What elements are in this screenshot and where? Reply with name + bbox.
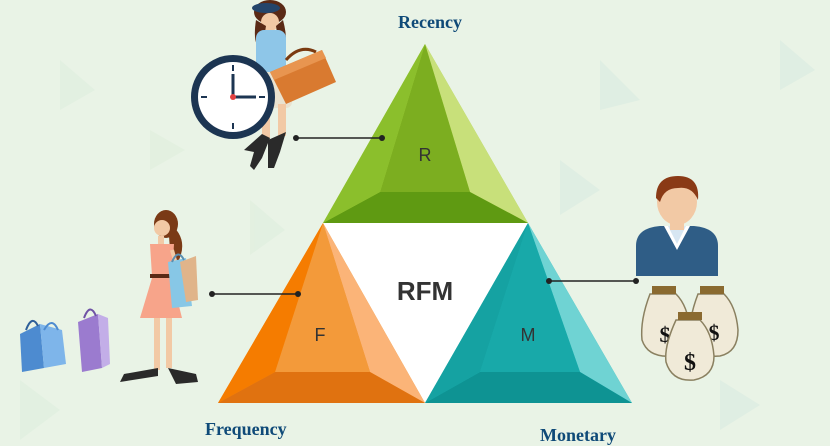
man-avatar-icon bbox=[636, 176, 718, 276]
background-decoration bbox=[20, 40, 815, 440]
connector-frequency bbox=[209, 291, 301, 297]
money-symbol: $ bbox=[709, 320, 720, 345]
segment-recency: R bbox=[323, 44, 528, 223]
segment-letter-frequency: F bbox=[315, 325, 326, 345]
segment-monetary: M bbox=[425, 223, 632, 403]
wall-clock-icon bbox=[191, 55, 275, 139]
shopper-bags-icon bbox=[168, 253, 198, 308]
money-symbol: $ bbox=[660, 322, 671, 347]
label-frequency: Frequency bbox=[205, 419, 287, 439]
center-label: RFM bbox=[397, 276, 453, 306]
connector-monetary bbox=[546, 278, 639, 284]
money-symbol: $ bbox=[684, 350, 696, 376]
shopping-bags-illustration bbox=[20, 308, 110, 372]
connector-recency bbox=[293, 135, 385, 141]
segment-letter-monetary: M bbox=[521, 325, 536, 345]
label-recency: Recency bbox=[398, 12, 462, 32]
label-monetary: Monetary bbox=[540, 425, 616, 445]
segment-frequency: F bbox=[218, 223, 425, 403]
center-triangle bbox=[323, 223, 528, 403]
money-bags-icon: $ $ $ bbox=[640, 286, 739, 381]
handbag-icon bbox=[270, 47, 336, 104]
segment-letter-recency: R bbox=[419, 145, 432, 165]
